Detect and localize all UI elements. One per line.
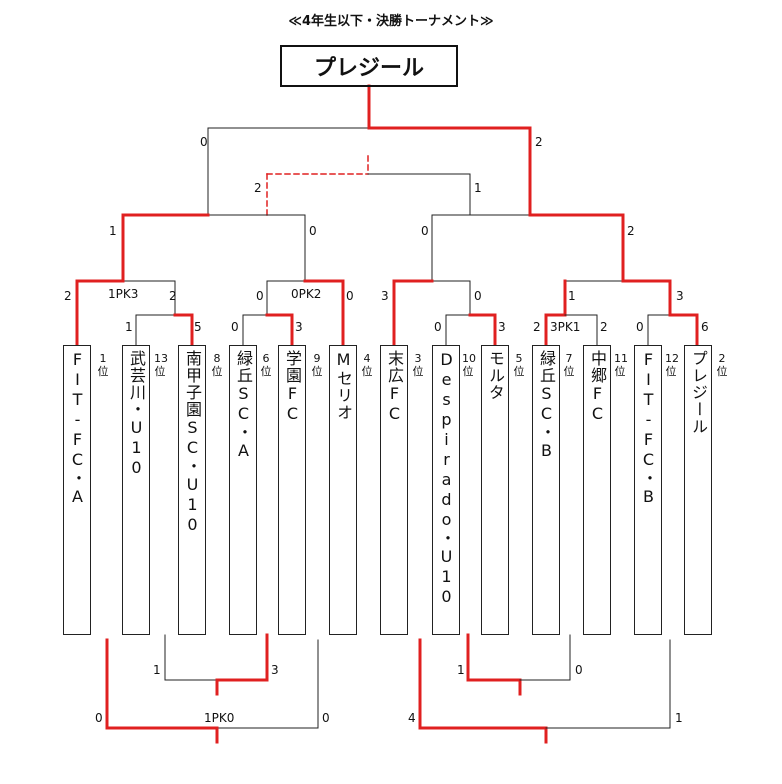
team-box-4: 緑丘SC・A bbox=[229, 345, 257, 635]
team-rank: 2位 bbox=[716, 352, 728, 378]
team-name: FIT-FC・B bbox=[639, 350, 658, 507]
team-box-10: 緑丘SC・B bbox=[532, 345, 560, 635]
score-c2-pk: 1PK0 bbox=[204, 711, 235, 725]
team-rank: 1位 bbox=[97, 352, 109, 378]
score-q1-right: 2 bbox=[169, 289, 177, 303]
score-c2-left: 0 bbox=[95, 711, 103, 725]
team-box-9: モルタ bbox=[481, 345, 509, 635]
score-r1-right: 5 bbox=[194, 320, 202, 334]
team-name: 南甲子園SC・U10 bbox=[183, 350, 202, 535]
team-name: 緑丘SC・A bbox=[234, 350, 253, 461]
score-q4-right: 3 bbox=[676, 289, 684, 303]
team-name: モルタ bbox=[486, 350, 505, 401]
team-rank: 11位 bbox=[614, 352, 628, 378]
tournament-title: ≪4年生以下・決勝トーナメント≫ bbox=[288, 14, 494, 29]
team-name: 中郷FC bbox=[588, 350, 607, 424]
score-q2-pk: 0PK2 bbox=[291, 287, 322, 301]
team-box-6: Mセリオ bbox=[329, 345, 357, 635]
team-box-11: 中郷FC bbox=[583, 345, 611, 635]
score-final-right: 2 bbox=[535, 135, 543, 149]
team-rank: 13位 bbox=[154, 352, 168, 378]
team-rank: 4位 bbox=[361, 352, 373, 378]
score-q1-left: 2 bbox=[64, 289, 72, 303]
team-box-2: 武芸川・U10 bbox=[122, 345, 150, 635]
score-c1-right: 3 bbox=[271, 663, 279, 677]
team-rank: 10位 bbox=[462, 352, 476, 378]
team-name: 末広FC bbox=[385, 350, 404, 424]
team-box-8: Despirado・U10 bbox=[432, 345, 460, 635]
team-box-1: FIT-FC・A bbox=[63, 345, 91, 635]
score-r5-left: 0 bbox=[636, 320, 644, 334]
score-r4-left: 2 bbox=[533, 320, 541, 334]
score-c4-right: 1 bbox=[675, 711, 683, 725]
score-third-right: 1 bbox=[474, 181, 482, 195]
score-r3-left: 0 bbox=[434, 320, 442, 334]
team-box-5: 学園FC bbox=[278, 345, 306, 635]
team-rank: 9位 bbox=[311, 352, 323, 378]
score-r2-left: 0 bbox=[231, 320, 239, 334]
team-rank: 12位 bbox=[665, 352, 679, 378]
team-rank: 7位 bbox=[563, 352, 575, 378]
score-r5-right: 6 bbox=[701, 320, 709, 334]
team-box-3: 南甲子園SC・U10 bbox=[178, 345, 206, 635]
team-rank: 5位 bbox=[513, 352, 525, 378]
team-box-13: プレジール bbox=[684, 345, 712, 635]
team-name: FIT-FC・A bbox=[68, 350, 87, 507]
score-q3-right: 0 bbox=[474, 289, 482, 303]
score-semi1-left: 1 bbox=[109, 224, 117, 238]
team-name: Despirado・U10 bbox=[437, 350, 456, 607]
team-rank: 3位 bbox=[412, 352, 424, 378]
team-box-12: FIT-FC・B bbox=[634, 345, 662, 635]
team-name: 武芸川・U10 bbox=[127, 350, 146, 478]
score-q2-left: 0 bbox=[256, 289, 264, 303]
team-name: 緑丘SC・B bbox=[537, 350, 556, 461]
score-semi1-right: 0 bbox=[309, 224, 317, 238]
team-name: プレジール bbox=[689, 350, 708, 435]
score-c3-left: 1 bbox=[457, 663, 465, 677]
score-q4-left: 1 bbox=[568, 289, 576, 303]
score-final-left: 0 bbox=[200, 135, 208, 149]
team-name: Mセリオ bbox=[334, 350, 353, 421]
score-c3-right: 0 bbox=[575, 663, 583, 677]
score-c1-left: 1 bbox=[153, 663, 161, 677]
score-semi2-right: 2 bbox=[627, 224, 635, 238]
score-r1-left: 1 bbox=[125, 320, 133, 334]
score-third-left: 2 bbox=[254, 181, 262, 195]
score-r2-right: 3 bbox=[295, 320, 303, 334]
score-q2-right: 0 bbox=[346, 289, 354, 303]
champion-box: プレジール bbox=[280, 45, 458, 87]
score-q1-pk: 1PK3 bbox=[108, 287, 139, 301]
score-q3-left: 3 bbox=[381, 289, 389, 303]
team-name: 学園FC bbox=[283, 350, 302, 424]
team-box-7: 末広FC bbox=[380, 345, 408, 635]
score-r3-right: 3 bbox=[498, 320, 506, 334]
team-rank: 6位 bbox=[260, 352, 272, 378]
score-semi2-left: 0 bbox=[421, 224, 429, 238]
score-r4-right: 2 bbox=[600, 320, 608, 334]
score-c2-right: 0 bbox=[322, 711, 330, 725]
score-c4-left: 4 bbox=[408, 711, 416, 725]
team-rank: 8位 bbox=[211, 352, 223, 378]
score-r4-pk: 3PK1 bbox=[550, 320, 581, 334]
